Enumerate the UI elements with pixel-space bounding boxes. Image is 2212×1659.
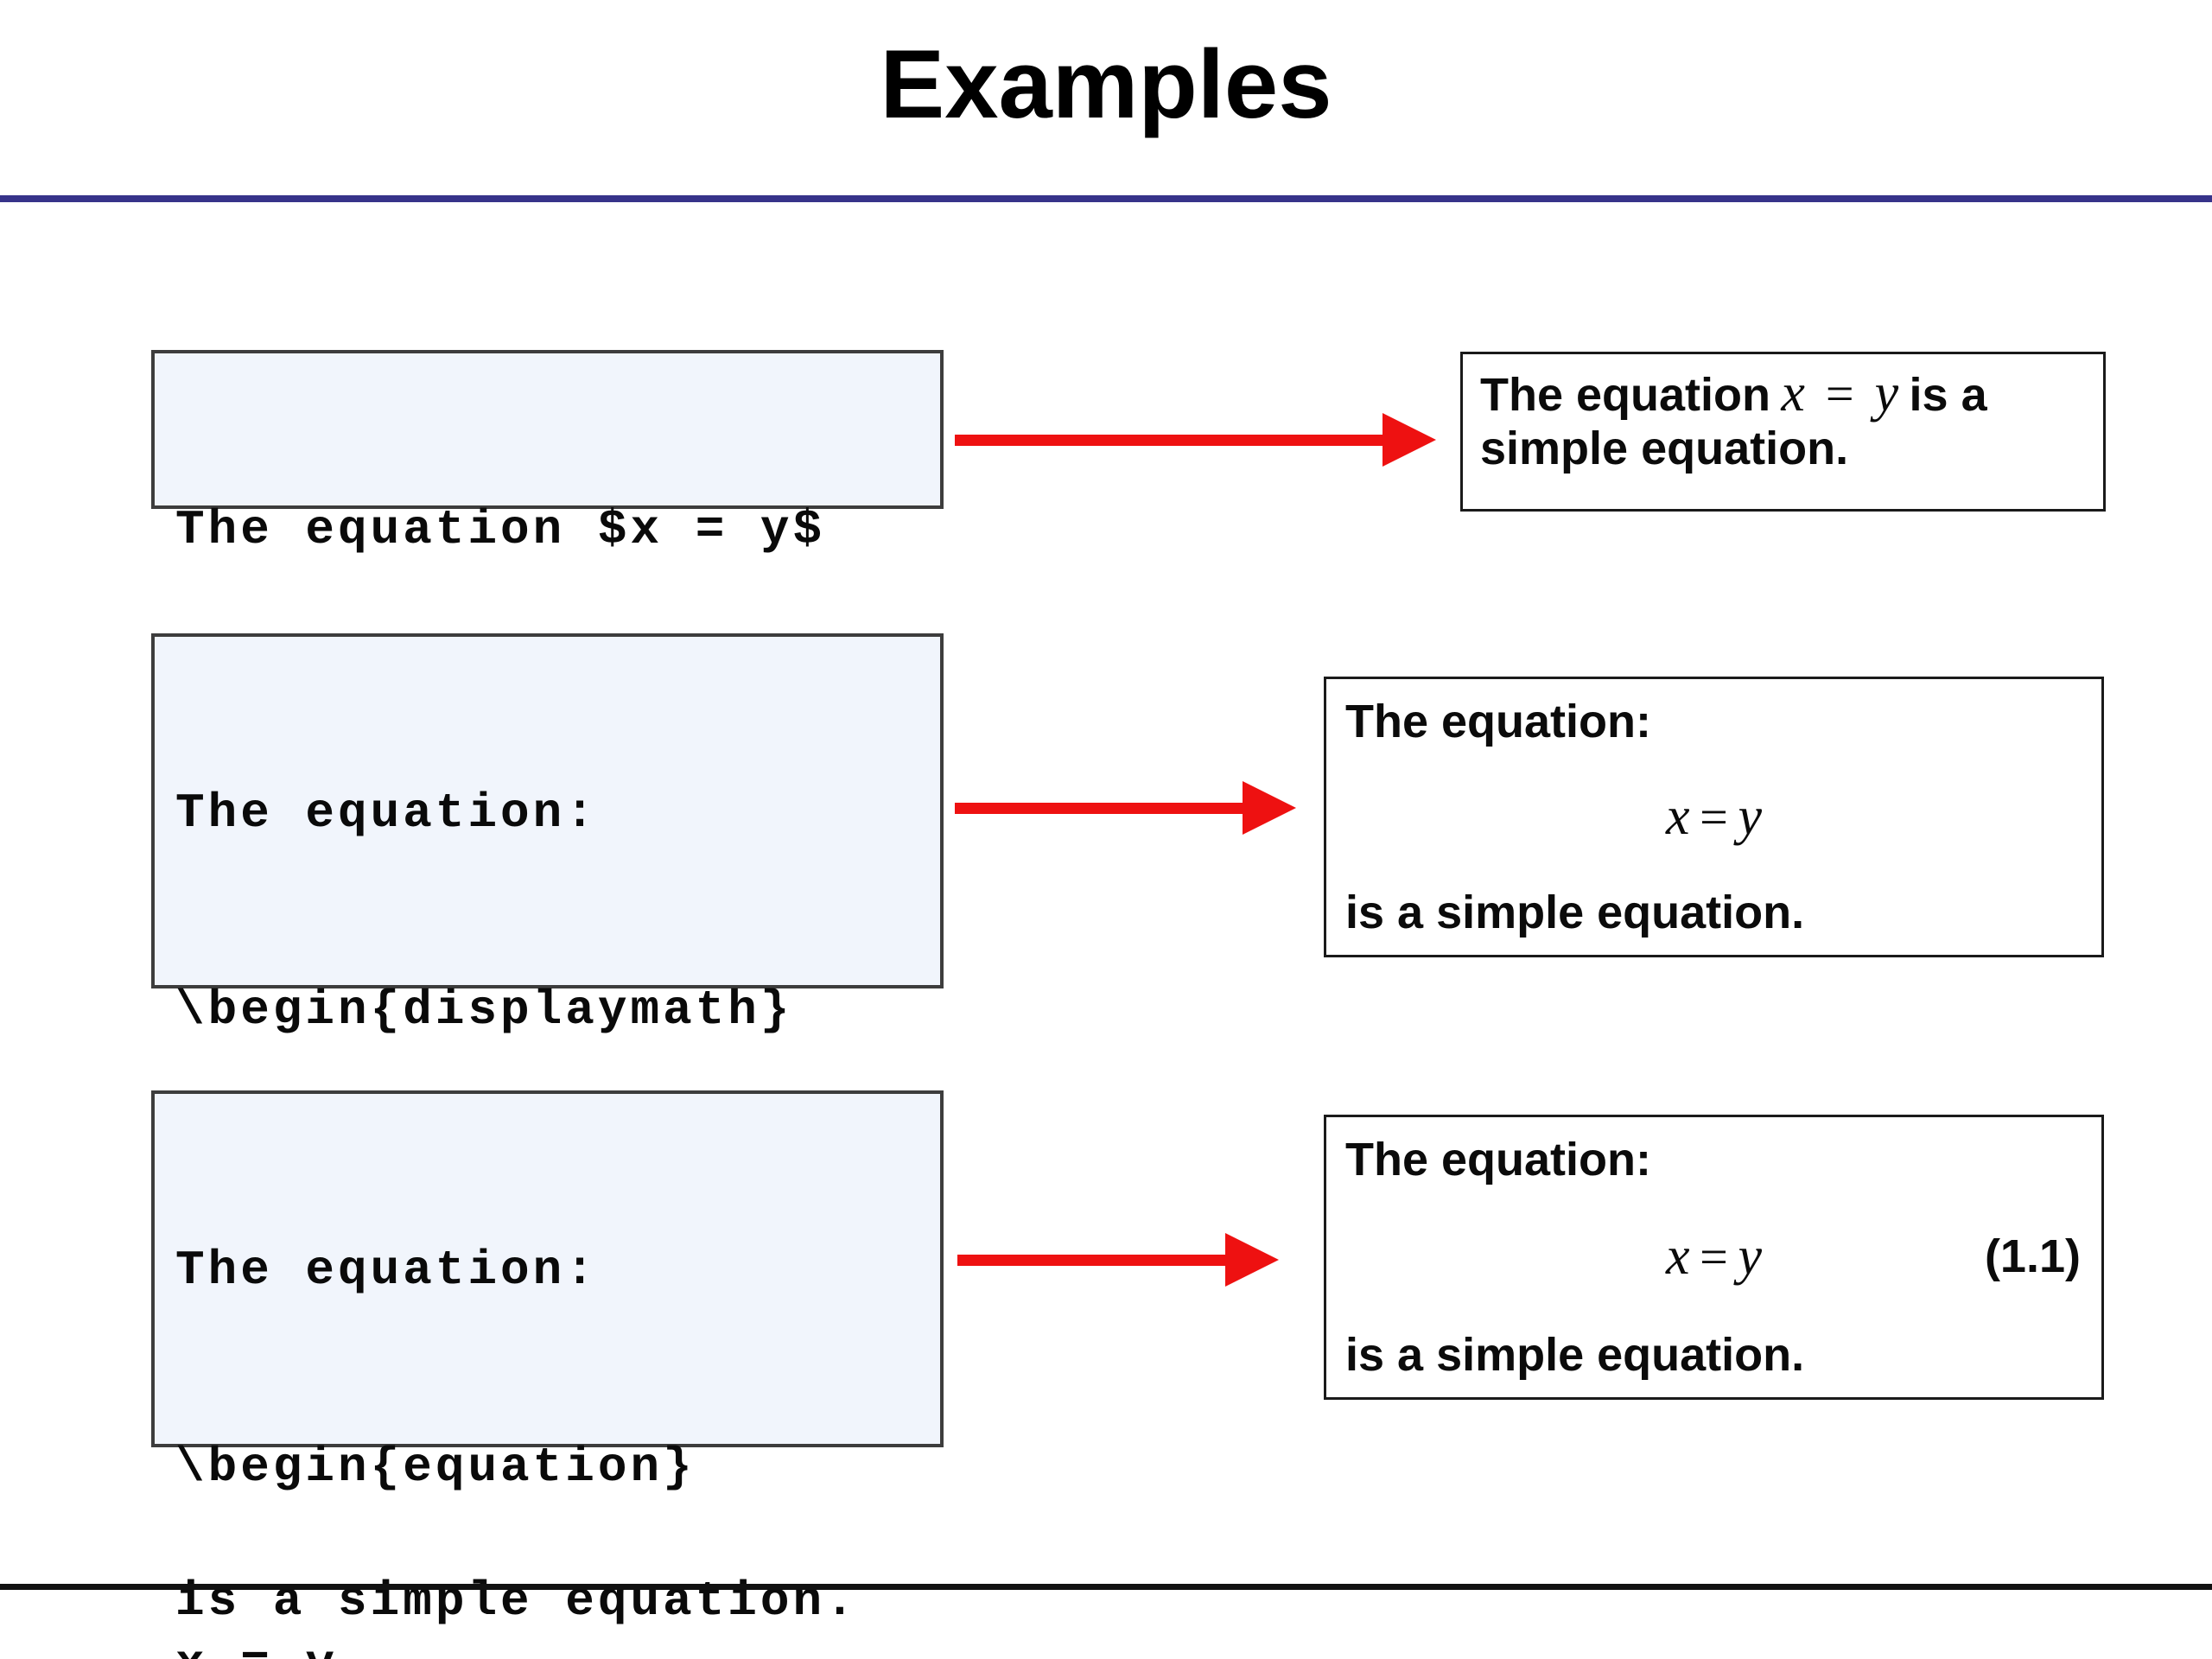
code-line: is a simple equation. xyxy=(175,1573,858,1629)
right-arrow-icon xyxy=(957,1233,1279,1287)
math-variable-y: y xyxy=(1874,364,1899,423)
rendered-output-box-3: The equation: x=y (1.1) is a simple equat… xyxy=(1324,1115,2104,1400)
output-line: simple equation. xyxy=(1480,423,1849,474)
footer-divider-line xyxy=(0,1584,2212,1590)
output-line: The equation: xyxy=(1345,696,1651,747)
math-equals-sign: = xyxy=(1825,365,1854,422)
math-equals-sign: = xyxy=(1700,1229,1728,1285)
arrow-head xyxy=(1225,1233,1279,1287)
math-variable-y: y xyxy=(1738,786,1762,846)
latex-source-box-3: The equation: \begin{equation} x = y \en… xyxy=(151,1090,944,1659)
output-text: The equation xyxy=(1480,369,1770,421)
code-line: \begin{equation} xyxy=(175,1440,696,1495)
math-variable-x: x xyxy=(1666,786,1690,846)
latex-source-box-1: The equation $x = y$ is a simple equatio… xyxy=(151,350,944,754)
output-text: is a xyxy=(1909,369,1987,421)
page-title: Examples xyxy=(880,30,1332,138)
output-line: is a simple equation. xyxy=(1345,1329,1805,1381)
display-equation-numbered: x=y (1.1) xyxy=(1345,1228,2082,1287)
rendered-output-box-2: The equation: x=y is a simple equation. xyxy=(1324,677,2104,957)
math-variable-x: x xyxy=(1666,1227,1690,1286)
equation-number: (1.1) xyxy=(1984,1230,2081,1282)
code-line: The equation: xyxy=(175,1243,598,1298)
arrow-head xyxy=(1243,781,1296,835)
latex-source-box-2: The equation: \begin{displaymath} x = y … xyxy=(151,633,944,1629)
output-line: The equation: xyxy=(1345,1134,1651,1185)
math-variable-y: y xyxy=(1738,1227,1762,1286)
right-arrow-icon xyxy=(955,413,1436,467)
right-arrow-icon xyxy=(955,781,1296,835)
code-line: \begin{displaymath} xyxy=(175,982,793,1038)
display-equation: x=y xyxy=(1345,788,2082,847)
code-line: The equation: xyxy=(175,785,598,841)
math-variable-x: x xyxy=(1781,364,1805,423)
output-line: is a simple equation. xyxy=(1345,887,1805,938)
arrow-shaft xyxy=(955,802,1243,814)
arrow-shaft xyxy=(955,434,1382,446)
code-line: The equation $x = y$ xyxy=(175,502,826,557)
code-line: x = y xyxy=(175,1631,919,1659)
arrow-head xyxy=(1382,413,1436,467)
title-divider-line xyxy=(0,195,2212,202)
arrow-shaft xyxy=(957,1254,1225,1266)
math-equals-sign: = xyxy=(1700,788,1728,845)
